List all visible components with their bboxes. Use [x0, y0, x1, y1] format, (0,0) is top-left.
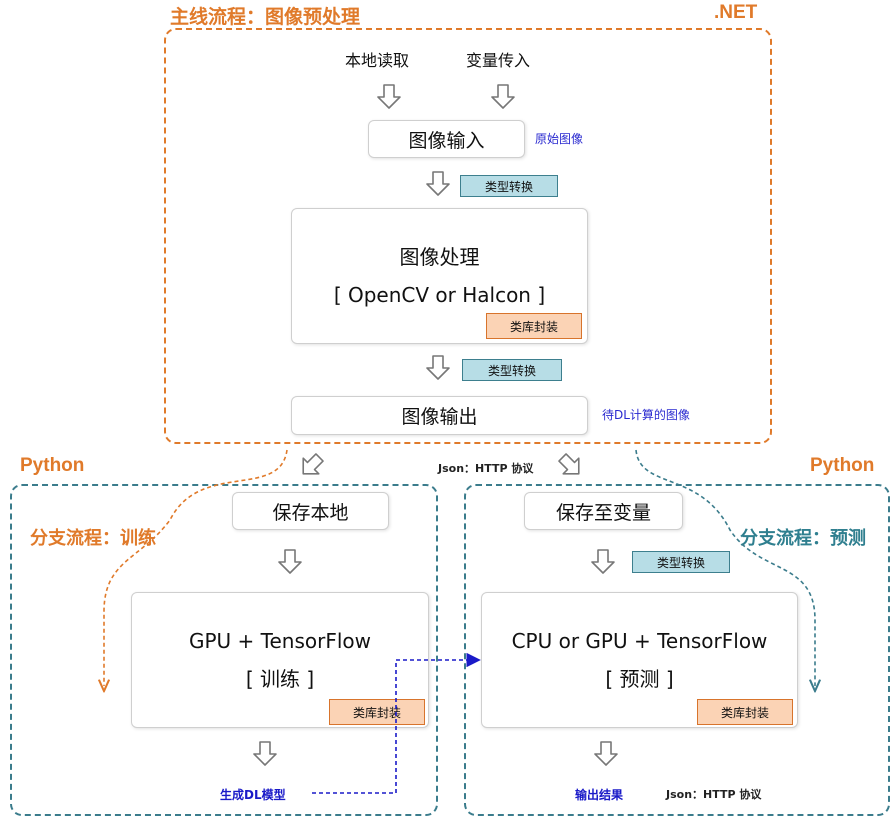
predict-branch-title: 分支流程：预测 [740, 528, 866, 548]
model-link-path [312, 652, 481, 794]
predict-process-sub: [ 预测 ] [605, 667, 674, 691]
down-arrow-icon-2 [491, 84, 515, 109]
main-lib-wrap-tag: 类库封装 [486, 313, 582, 339]
source-local-read: 本地读取 [345, 51, 410, 70]
down-arrow-icon-3 [426, 171, 450, 196]
image-input-box: 图像输入 [368, 120, 525, 158]
main-platform-label: .NET [714, 2, 758, 23]
original-image-note: 原始图像 [535, 132, 584, 146]
predict-protocol-label: Json：HTTP 协议 [666, 788, 762, 801]
down-arrow-icon-1 [377, 84, 401, 109]
save-local-box: 保存本地 [232, 492, 389, 530]
down-arrow-icon-4 [426, 355, 450, 380]
type-convert-tag-2: 类型转换 [462, 359, 562, 381]
save-variable-label: 保存至变量 [555, 501, 651, 524]
train-branch-curve [104, 449, 288, 686]
generate-model-label: 生成DL模型 [220, 788, 286, 802]
main-flow-region [164, 28, 772, 444]
train-lib-wrap-tag: 类库封装 [329, 699, 425, 725]
dl-image-note: 待DL计算的图像 [602, 408, 690, 422]
predict-platform-label: Python [810, 455, 875, 476]
train-process-sub: [ 训练 ] [245, 667, 315, 691]
diag-arrow-left-icon [302, 453, 324, 475]
image-input-label: 图像输入 [408, 129, 485, 152]
save-variable-box: 保存至变量 [524, 492, 683, 530]
train-process-label: GPU + TensorFlow [188, 629, 371, 653]
predict-branch-curve [635, 449, 815, 686]
down-arrow-icon-5 [278, 549, 302, 574]
type-convert-tag-1: 类型转换 [460, 175, 558, 197]
diag-arrow-right-icon [558, 453, 580, 475]
predict-lib-wrap-tag: 类库封装 [697, 699, 793, 725]
train-platform-label: Python [20, 455, 85, 476]
down-arrow-icon-6 [591, 549, 615, 574]
image-output-box: 图像输出 [291, 396, 588, 435]
predict-process-label: CPU or GPU + TensorFlow [511, 629, 768, 653]
image-process-libs: [ OpenCV or Halcon ] [333, 283, 546, 307]
save-local-label: 保存本地 [272, 501, 349, 524]
down-arrow-icon-8 [594, 741, 618, 766]
image-output-label: 图像输出 [401, 406, 478, 428]
output-result-label: 输出结果 [575, 788, 624, 802]
down-arrow-icon-7 [253, 741, 277, 766]
middle-protocol-label: Json：HTTP 协议 [438, 462, 534, 475]
main-flow-title: 主线流程：图像预处理 [170, 7, 361, 28]
train-branch-title: 分支流程：训练 [30, 528, 156, 548]
image-process-label: 图像处理 [399, 245, 480, 269]
source-variable-input: 变量传入 [466, 51, 531, 70]
train-branch-region [10, 484, 438, 816]
predict-branch-region [464, 484, 890, 816]
type-convert-tag-3: 类型转换 [632, 551, 730, 573]
